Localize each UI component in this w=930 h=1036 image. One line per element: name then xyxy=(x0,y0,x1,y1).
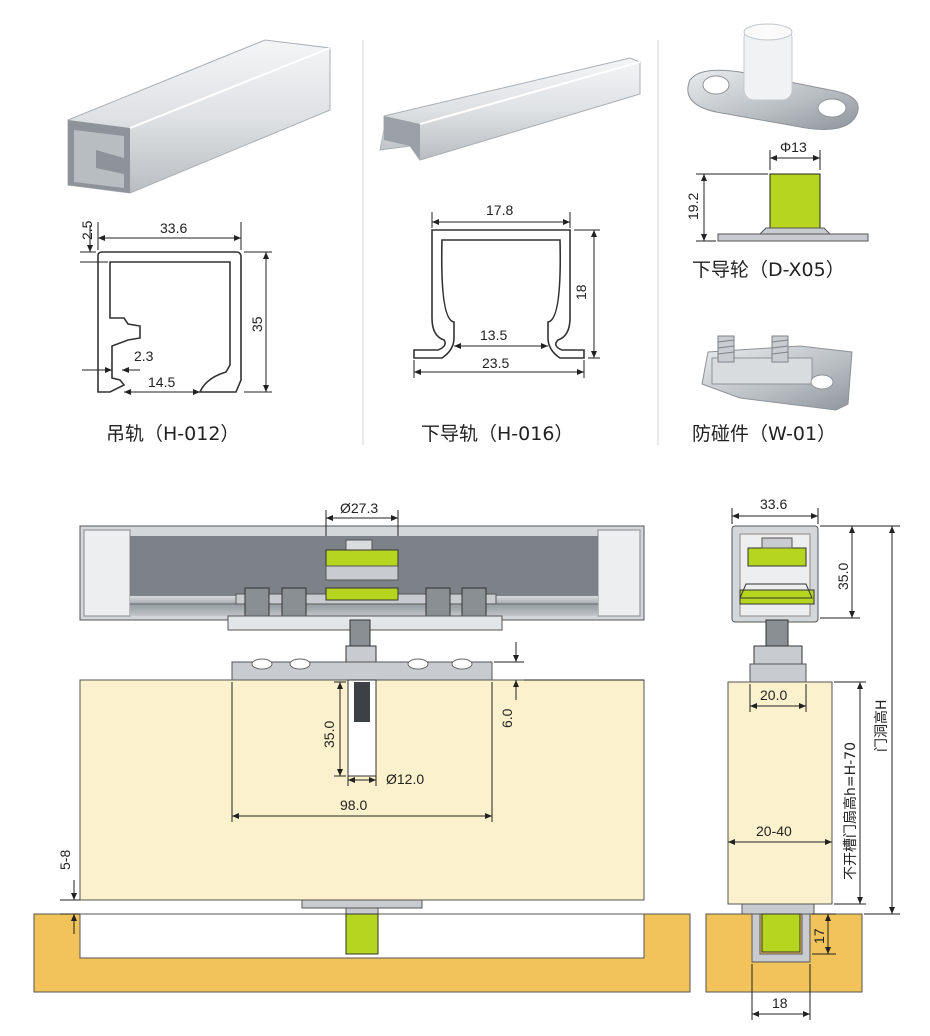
label-opening-height: 门洞高H xyxy=(873,699,890,752)
dim-front-bolt-length: 35.0 xyxy=(321,721,337,748)
dim-front-plate-thickness: 6.0 xyxy=(499,708,515,728)
dim-wheel-diameter: Φ13 xyxy=(780,139,807,155)
dim-rail-lip: 2.3 xyxy=(134,348,154,364)
label-door-height: 不开槽门扇高h=H-70 xyxy=(842,742,859,880)
bottom-guide-rail-profile: 17.8 18 13.5 23.5 xyxy=(413,202,600,378)
hanging-rail-photo xyxy=(67,39,331,194)
dim-rail-width: 33.6 xyxy=(160,220,187,236)
dim-front-hole: Ø12.0 xyxy=(386,771,424,787)
caption-bottom-guide-rail: 下导轨（H-016） xyxy=(421,423,573,445)
bottom-guide-rail-photo xyxy=(379,57,641,161)
dim-side-track-width: 18 xyxy=(772,995,788,1011)
dim-side-rail-height: 35.0 xyxy=(835,563,851,590)
dim-guide-height: 18 xyxy=(573,284,589,300)
dim-rail-top-thickness: 2.5 xyxy=(79,220,95,240)
dim-side-rail-width: 33.6 xyxy=(760,496,787,512)
dim-front-roller: Ø27.3 xyxy=(340,500,378,516)
dim-front-gap: 5-8 xyxy=(57,850,73,870)
guide-wheel-photo xyxy=(687,23,859,130)
dim-guide-width: 17.8 xyxy=(486,202,513,218)
dim-side-track-depth: 17 xyxy=(811,928,827,944)
dim-guide-inner: 13.5 xyxy=(480,327,507,343)
dim-guide-base: 23.5 xyxy=(482,355,509,371)
front-assembly xyxy=(33,525,691,993)
dim-side-door-thickness: 20-40 xyxy=(756,823,792,839)
dim-wheel-height: 19.2 xyxy=(685,193,701,220)
dim-rail-opening: 14.5 xyxy=(148,374,175,390)
side-assembly xyxy=(705,525,863,993)
caption-guide-wheel: 下导轮（D-X05） xyxy=(692,259,845,281)
dim-rail-height: 35 xyxy=(249,316,265,332)
caption-hanging-rail: 吊轨（H-012） xyxy=(106,423,239,445)
caption-anti-collision: 防碰件（W-01） xyxy=(692,423,836,445)
guide-wheel-drawing: Φ13 19.2 xyxy=(685,139,869,242)
hanging-rail-profile: 33.6 2.5 35 2.3 14.5 xyxy=(79,220,272,395)
dim-front-plate: 98.0 xyxy=(340,797,367,813)
dim-side-plate: 20.0 xyxy=(760,687,787,703)
anti-collision-photo xyxy=(701,335,853,411)
